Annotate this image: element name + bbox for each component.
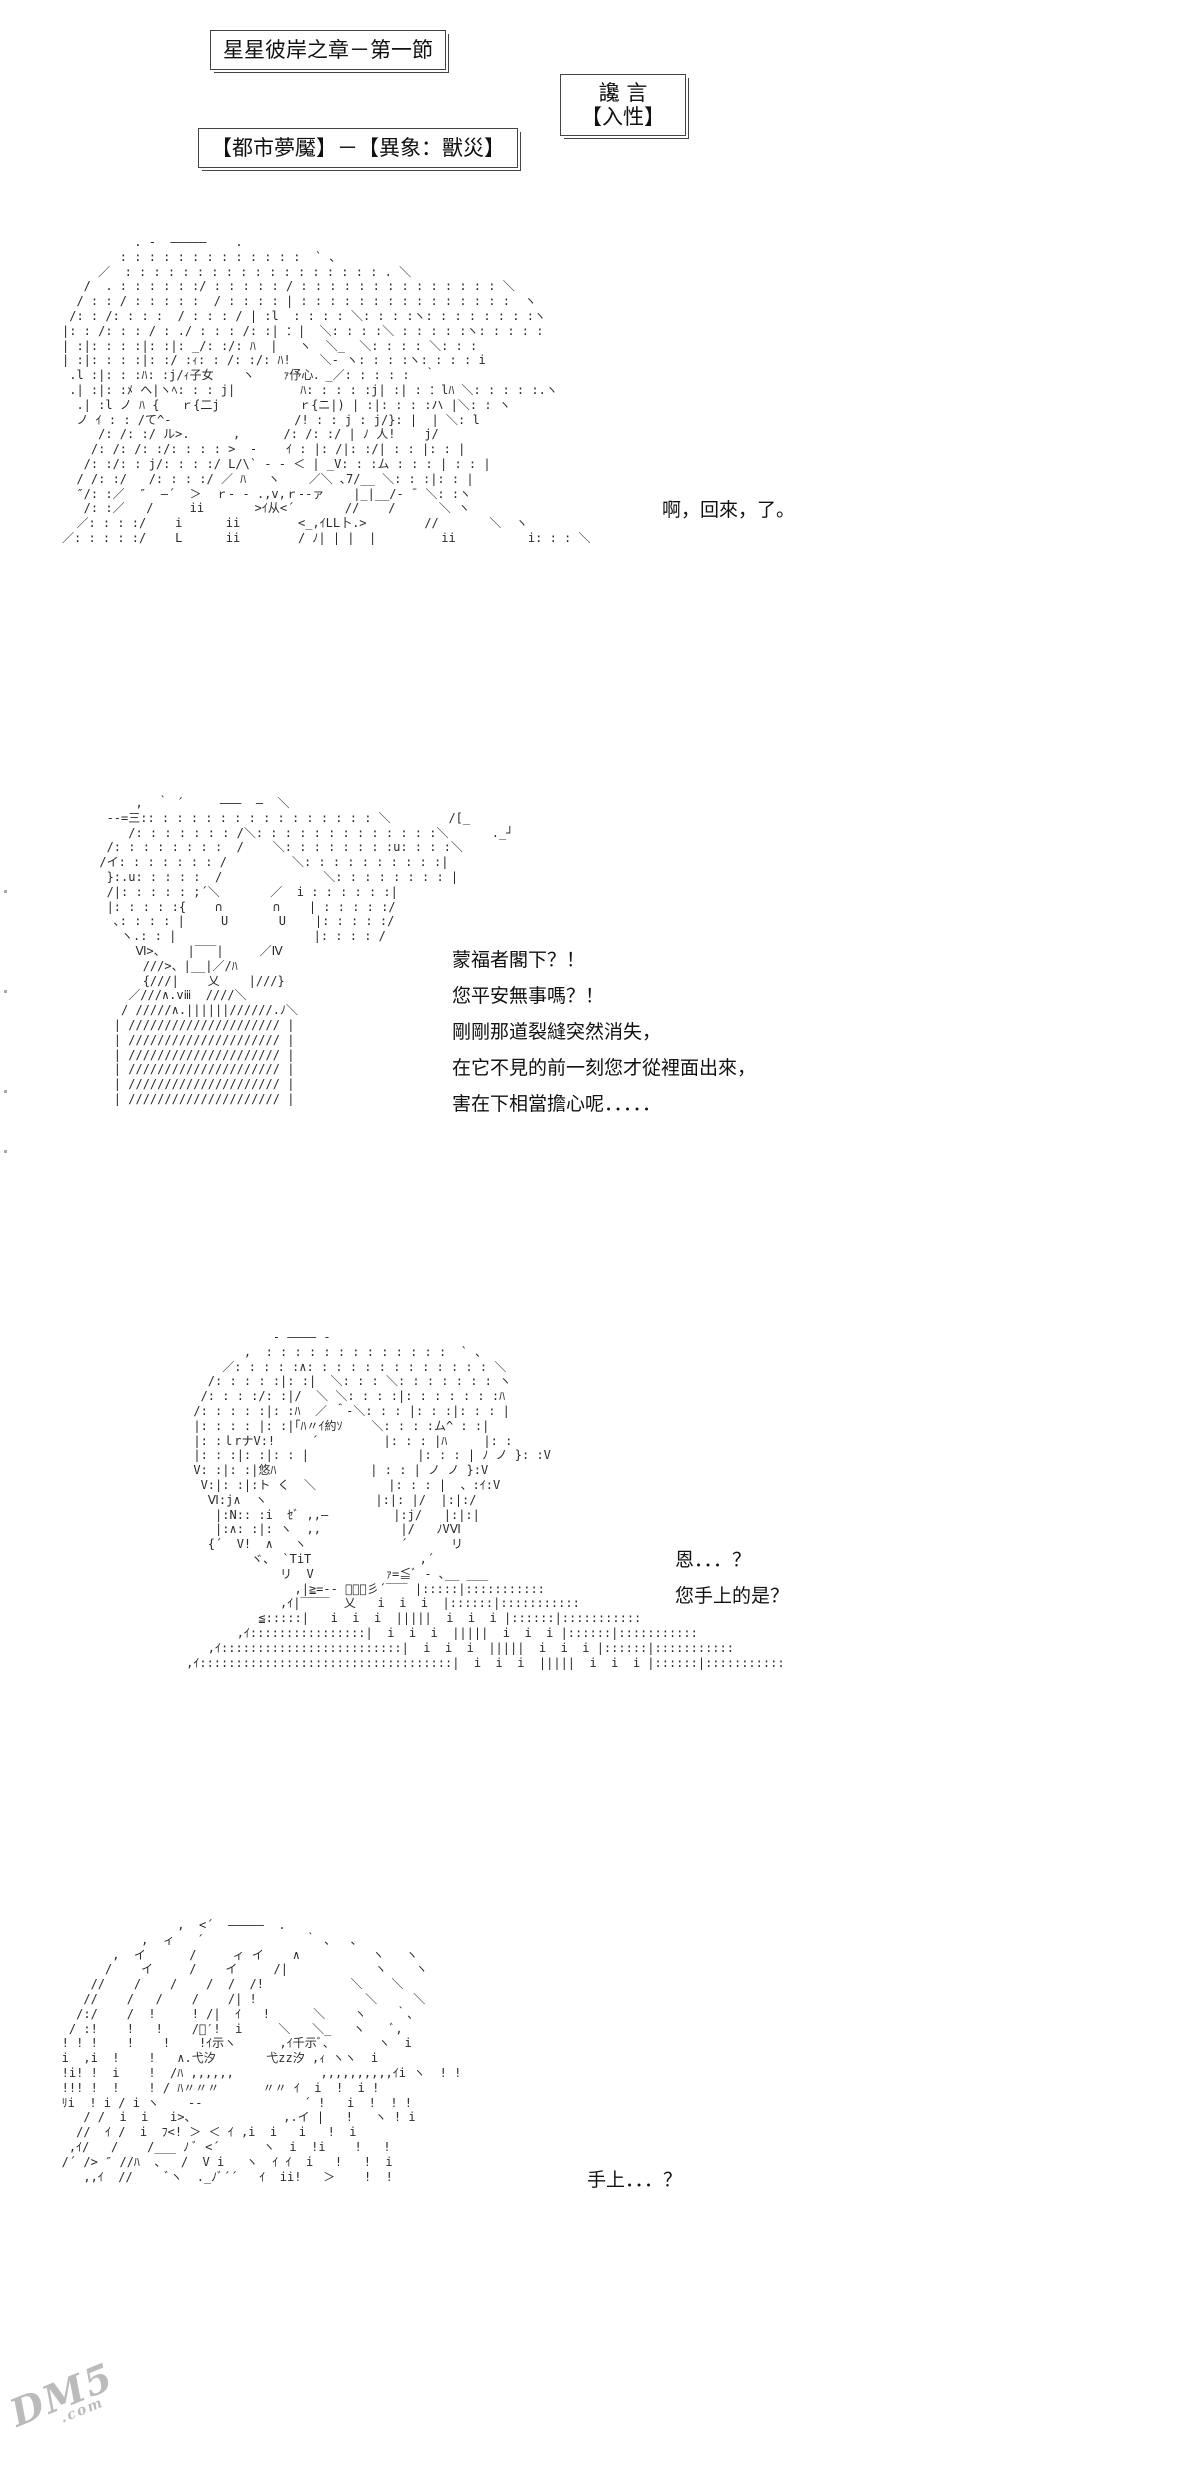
dialogue-line: 手上．．．？ <box>587 2169 683 2191</box>
anomaly-tag: 【都市夢魘】－【異象：獸災】 <box>211 136 505 160</box>
dialogue-line: 啊，回來，了。 <box>662 499 796 521</box>
dialogue-panel-1: 啊，回來，了。 <box>662 492 795 528</box>
ascii-art-panel-3: ‐ ―――― ‐ , : : : : : : : : : : : : : ` 、… <box>186 1330 785 1670</box>
dialogue-panel-2: 蒙福者閣下？！ 您平安無事嗎？！ 剛剛那道裂縫突然消失， 在它不見的前一刻您才從… <box>452 942 756 1122</box>
dialogue-panel-4: 手上．．．？ <box>587 2162 682 2198</box>
ascii-art-panel-1: . - ――――― . : : : : : : : : : : : : : ` … <box>62 235 591 545</box>
dialogue-line: 您手上的是？ <box>675 1585 790 1607</box>
edge-mark <box>4 1090 7 1093</box>
dialogue-line: 剛剛那道裂縫突然消失， <box>452 1021 662 1043</box>
stat-line-2: 【入性】 <box>581 105 665 130</box>
ascii-art-panel-4: , <´ ――――― . , ィ ´ ｀ 、 、 , イ / ィ イ ∧ ヽ ヽ… <box>61 1918 462 2184</box>
stat-box: 讒 言 【入性】 <box>560 74 689 140</box>
edge-mark <box>4 890 7 893</box>
chapter-title: 星星彼岸之章－第一節 <box>223 38 433 62</box>
dialogue-panel-3: 恩．．．？ 您手上的是？ <box>675 1542 789 1614</box>
dialogue-line: 您平安無事嗎？！ <box>452 985 605 1007</box>
site-watermark-logo: DM5 .com <box>4 2349 149 2477</box>
edge-mark <box>4 990 7 993</box>
dialogue-line: 恩．．．？ <box>675 1549 752 1571</box>
dialogue-line: 在它不見的前一刻您才從裡面出來， <box>452 1057 757 1079</box>
edge-mark <box>4 1150 7 1153</box>
anomaly-tag-box: 【都市夢魘】－【異象：獸災】 <box>198 128 521 172</box>
dialogue-line: 蒙福者閣下？！ <box>452 949 586 971</box>
stat-line-1: 讒 言 <box>598 81 648 105</box>
dialogue-line: 害在下相當擔心呢．．．．． <box>452 1093 662 1115</box>
ascii-art-panel-2: , ｀ ´ ――― ― ＼ ‐‐=三:: : : : : : : : : : :… <box>99 796 514 1106</box>
chapter-title-box: 星星彼岸之章－第一節 <box>210 30 449 74</box>
